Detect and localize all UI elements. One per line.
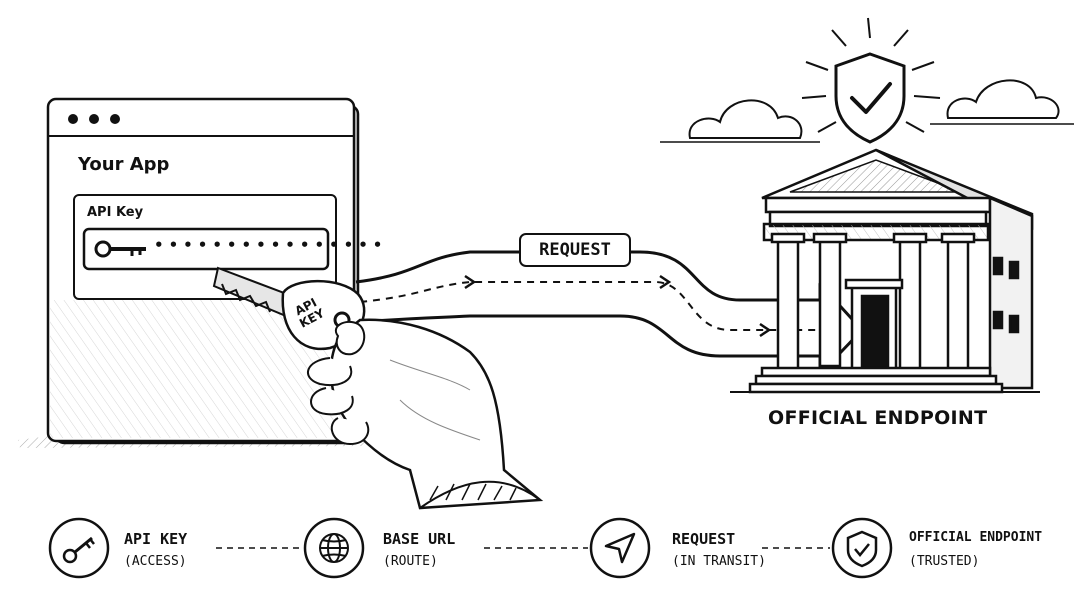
endpoint-caption: OFFICIAL ENDPOINT: [768, 407, 988, 429]
window-dot-1: [68, 114, 78, 124]
step-3-title: REQUEST: [672, 530, 736, 548]
window-dot-3: [110, 114, 120, 124]
input-key-icon: [94, 240, 146, 258]
window-dot-2: [89, 114, 99, 124]
hand: [307, 318, 544, 510]
api-key-field-label: API Key: [87, 205, 144, 220]
steps-row: [48, 517, 893, 579]
request-tag: REQUEST: [519, 233, 631, 267]
trust-shield-badge: [801, 17, 941, 144]
shield-check-icon: [846, 530, 878, 568]
official-building: [730, 148, 1040, 394]
step-4-subtitle: (TRUSTED): [909, 554, 980, 569]
app-window: [46, 97, 360, 445]
step-1-subtitle: (ACCESS): [124, 554, 187, 569]
cloud-left: [688, 99, 803, 139]
globe-icon: [319, 533, 349, 563]
checkmark-icon: [850, 82, 892, 114]
send-icon: [604, 532, 636, 564]
api-key-masked-value: ••••••••••••••••: [154, 236, 388, 254]
step-3-circle: [589, 517, 651, 579]
step-2-subtitle: (ROUTE): [383, 554, 438, 569]
step-4-circle: [831, 517, 893, 579]
step-3-subtitle: (IN TRANSIT): [672, 554, 766, 569]
step-1-title: API KEY: [124, 530, 188, 548]
step-4-title: OFFICIAL ENDPOINT: [909, 530, 1043, 545]
key-icon: [62, 536, 95, 564]
cloud-right: [946, 79, 1060, 119]
step-2-title: BASE URL: [383, 530, 456, 548]
app-title: Your App: [78, 154, 170, 175]
api-key-input-box: [82, 227, 330, 271]
